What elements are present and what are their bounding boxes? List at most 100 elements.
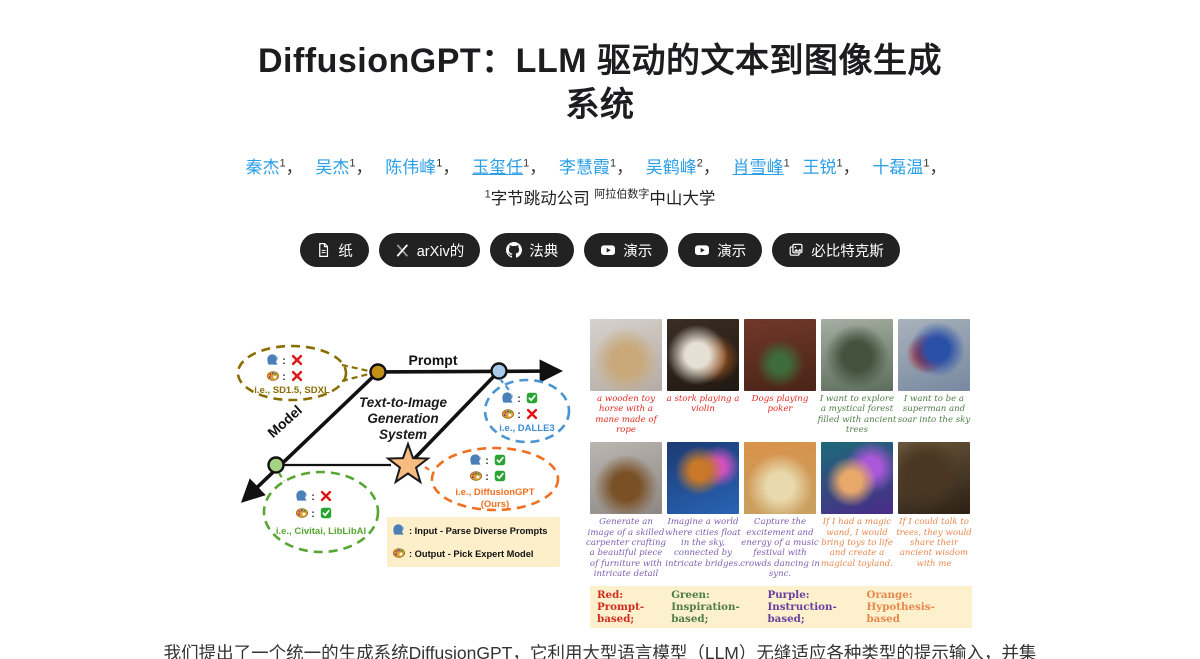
author-link[interactable]: 李慧霞 — [558, 158, 610, 178]
title-line-1: DiffusionGPT：LLM 驱动的文本到图像生成 — [257, 42, 942, 80]
author-separator: ， — [616, 158, 634, 178]
youtube-icon — [600, 242, 616, 258]
system-label-line2: Generation — [367, 411, 438, 426]
affiliation-sup: 1 — [484, 188, 491, 201]
abstract-text: 我们提出了一个统一的生成系统DiffusionGPT，它利用大型语言模型（LLM… — [163, 643, 1037, 659]
colon: : — [282, 356, 285, 367]
affiliation-org: 字节跳动公司 — [490, 190, 590, 209]
author-separator: ， — [285, 158, 303, 178]
image-caption: If I had a magic wand, I would bring toy… — [820, 517, 894, 569]
figure-tile: I want to be a superman and soar into th… — [898, 319, 970, 435]
colon: : — [485, 472, 488, 483]
arxiv-button[interactable]: arXiv的 — [378, 233, 481, 268]
generated-image — [667, 442, 739, 515]
examples-grid: a wooden toy horse with a mane made of r… — [586, 319, 972, 579]
author-link[interactable]: 陈伟峰 — [385, 158, 437, 178]
document-icon — [316, 242, 331, 258]
affiliation-org: 中山大学 — [649, 190, 716, 209]
legend-item-instruction: Purple: Instruction-based; — [767, 589, 837, 626]
colon: : — [517, 394, 520, 405]
prompt-axis-label: Prompt — [409, 352, 458, 368]
demo-button-2[interactable]: 演示 — [678, 233, 763, 268]
author-sup: 1 — [436, 157, 443, 170]
affiliation-sup: 阿拉伯数字 — [594, 188, 650, 201]
ellipse-dalle — [483, 378, 571, 444]
image-caption: I want to explore a mystical forest fill… — [817, 394, 897, 435]
author-list: 秦杰1， 吴杰1， 陈伟峰1， 玉玺任1， 李慧霞1， 吴鹤峰2， 肖雪峰1 王… — [0, 153, 1200, 178]
demo-button-label: 演示 — [717, 243, 747, 260]
author-separator: ， — [442, 158, 460, 178]
ellipse-civitai — [262, 470, 380, 554]
label-sd: i.e., SD1.5, SDXL — [254, 385, 330, 396]
author-link[interactable]: 肖雪峰 — [732, 158, 784, 178]
bibtex-button[interactable]: 必比特克斯 — [772, 233, 900, 268]
author-link[interactable]: 十磊温 — [872, 158, 924, 178]
image-caption: Dogs playing poker — [751, 394, 809, 415]
legend-input-label: : Input - Parse Diverse Prompts — [409, 526, 547, 536]
figure-tile: If I had a magic wand, I would bring toy… — [821, 442, 893, 579]
legend-item-prompt: Red: Prompt-based; — [597, 589, 645, 626]
youtube-icon — [694, 242, 710, 258]
image-caption: Imagine a world where cities float in th… — [665, 517, 741, 569]
author-link[interactable]: 玉玺任 — [472, 158, 524, 178]
generated-image — [590, 319, 662, 392]
node-dalle — [490, 362, 508, 380]
colon: : — [485, 456, 488, 467]
category-legend: Red: Prompt-based; Green: Inspiration-ba… — [590, 586, 972, 629]
author-separator: ， — [929, 158, 947, 178]
title-line-2: 系统 — [565, 85, 635, 124]
ellipse-dalle-tail — [499, 378, 510, 391]
generated-image — [744, 319, 816, 392]
ellipse-ours-tail — [424, 466, 435, 474]
generated-image — [744, 442, 816, 515]
author-link[interactable]: 秦杰 — [245, 158, 280, 178]
author-link[interactable]: 吴杰 — [315, 158, 350, 178]
prompt-axis — [377, 359, 564, 383]
figure-tile: a stork playing a violin — [667, 319, 739, 435]
ellipse-sd — [236, 344, 348, 402]
page-title: DiffusionGPT：LLM 驱动的文本到图像生成系统 — [0, 0, 1200, 127]
generated-image — [821, 442, 893, 515]
diagram-legend-box — [387, 517, 560, 568]
image-caption: If I could talk to trees, they would sha… — [896, 517, 972, 569]
system-label-line1: Text-to-Image — [359, 395, 447, 410]
demo-button-1[interactable]: 演示 — [584, 233, 669, 268]
author-sup: 1 — [836, 157, 843, 170]
ellipse-ours — [430, 446, 560, 512]
ellipse-sd-tail — [341, 363, 370, 373]
author-link[interactable]: 王锐 — [802, 158, 837, 178]
resource-links: 纸 arXiv的 法典 演示 演示 必比特克斯 — [0, 233, 1200, 268]
author-separator: ， — [842, 158, 860, 178]
node-sd — [369, 363, 387, 381]
bibtex-button-label: 必比特克斯 — [811, 243, 884, 260]
author-sup: 1 — [349, 157, 356, 170]
colon: : — [311, 509, 314, 520]
image-caption: a wooden toy horse with a mane made of r… — [595, 394, 657, 435]
author-sup: 1 — [923, 157, 930, 170]
colon: : — [311, 492, 314, 503]
figure-tile: Imagine a world where cities float in th… — [665, 442, 741, 579]
paper-button[interactable]: 纸 — [300, 233, 369, 268]
author-separator: ， — [355, 158, 373, 178]
author-link[interactable]: 吴鹤峰 — [645, 158, 697, 178]
image-caption: Generate an image of a skilled carpenter… — [586, 517, 667, 579]
author-separator: ， — [529, 158, 547, 178]
bibtex-icon — [788, 242, 804, 258]
diagram-edge — [411, 369, 501, 462]
generated-image — [667, 319, 739, 392]
author-separator: ， — [702, 158, 720, 178]
figure-tile: I want to explore a mystical forest fill… — [818, 319, 896, 435]
node-civitai — [267, 456, 285, 474]
code-button[interactable]: 法典 — [490, 233, 575, 268]
affiliation-line: 1字节跳动公司 阿拉伯数字中山大学 — [0, 185, 1200, 209]
author-sup: 2 — [696, 157, 703, 170]
ellipse-civitai-tail — [278, 472, 285, 482]
image-caption: I want to be a superman and soar into th… — [897, 394, 971, 425]
code-button-label: 法典 — [529, 243, 559, 260]
label-civitai: i.e., Civitai, LibLibAI — [276, 526, 366, 537]
label-ours-line1: i.e., DiffusionGPT — [455, 487, 534, 498]
legend-item-inspiration: Green: Inspiration-based; — [671, 589, 740, 626]
concept-diagram: Prompt Model Text-to-Image Generation Sy… — [236, 344, 571, 568]
label-dalle: i.e., DALLE3 — [499, 423, 554, 434]
